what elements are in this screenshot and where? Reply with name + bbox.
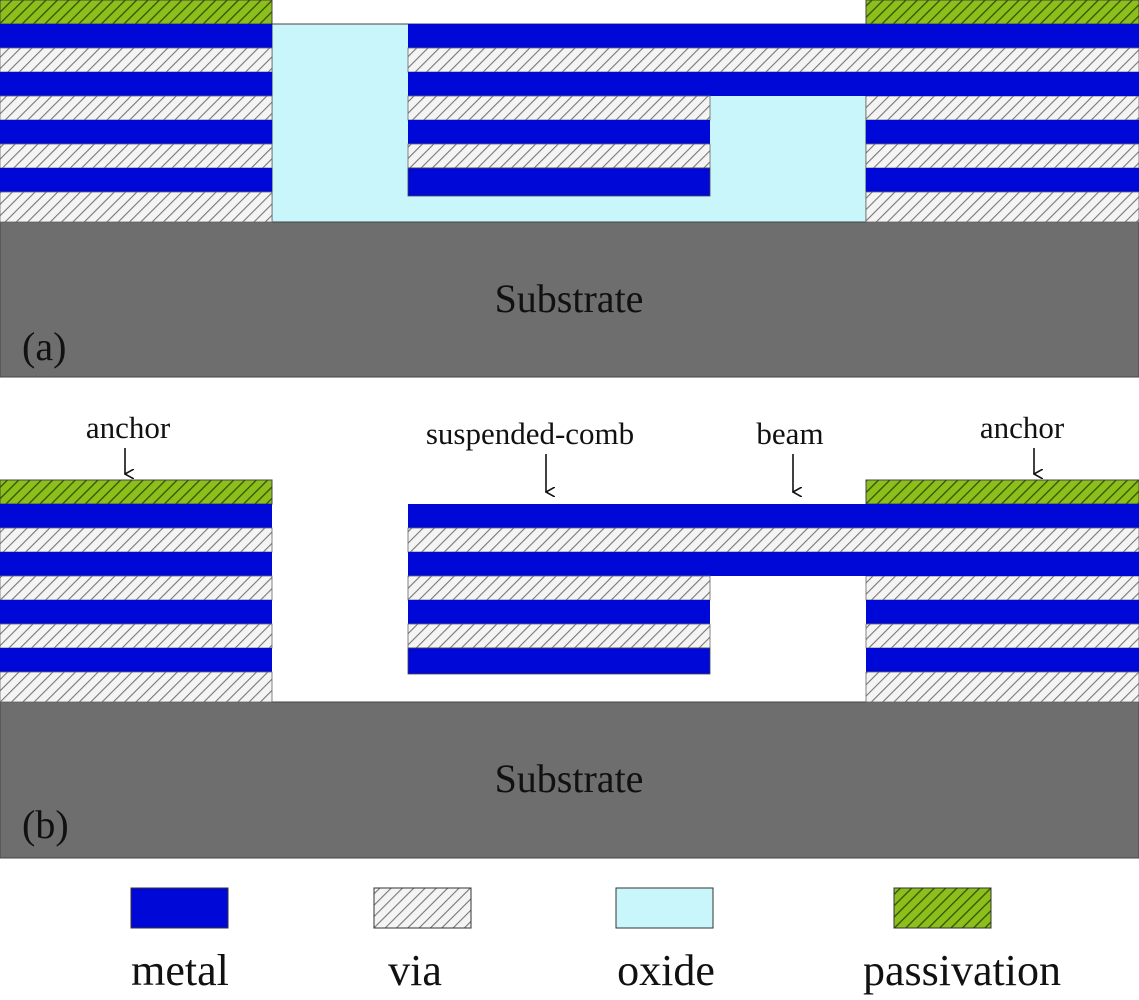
anchor-left-label: anchor bbox=[86, 410, 171, 445]
via-swatch bbox=[373, 887, 472, 929]
substrate-b bbox=[0, 701, 1139, 859]
passivation-layer bbox=[0, 479, 273, 505]
legend-label-passivation: passivation bbox=[863, 946, 1061, 995]
suspended-comb-label: suspended-comb bbox=[426, 416, 634, 451]
metal-layer bbox=[407, 647, 711, 675]
beam-a bbox=[407, 24, 1139, 96]
via-layer bbox=[865, 95, 1139, 121]
metal-layer bbox=[866, 168, 1139, 192]
metal-layer bbox=[0, 168, 272, 192]
via-layer bbox=[407, 47, 1139, 73]
beam-b bbox=[407, 504, 1139, 576]
legend-item-passivation: passivation bbox=[863, 887, 1061, 995]
via-layer bbox=[865, 191, 1139, 223]
passivation-layer bbox=[865, 0, 1139, 25]
anchor-right-label: anchor bbox=[980, 410, 1065, 445]
metal-layer bbox=[0, 504, 272, 528]
via-layer bbox=[0, 527, 273, 553]
panel-tag-b: (b) bbox=[22, 802, 69, 847]
via-layer bbox=[865, 623, 1139, 649]
metal-layer bbox=[408, 600, 710, 624]
legend-item-metal: metal bbox=[130, 887, 229, 995]
panel-tag-a: (a) bbox=[22, 324, 66, 369]
passivation-layer bbox=[865, 479, 1139, 505]
annotations-b: anchor suspended-comb beam anchor bbox=[86, 410, 1065, 492]
substrate-a bbox=[0, 221, 1139, 378]
left-anchor-stack-b bbox=[0, 479, 273, 703]
via-layer bbox=[0, 47, 273, 73]
panel-b: Substrate (b) bbox=[0, 410, 1139, 859]
metal-swatch bbox=[130, 887, 229, 929]
suspended-comb-a bbox=[407, 95, 711, 197]
via-layer bbox=[0, 575, 273, 601]
via-layer bbox=[407, 575, 711, 601]
metal-layer bbox=[866, 648, 1139, 672]
via-layer bbox=[0, 191, 273, 223]
via-layer bbox=[407, 95, 711, 121]
metal-layer bbox=[866, 120, 1139, 144]
passivation-layer bbox=[0, 0, 273, 25]
via-layer bbox=[0, 671, 273, 703]
metal-layer bbox=[408, 72, 1139, 96]
metal-layer bbox=[866, 600, 1139, 624]
right-anchor-stack-b bbox=[865, 479, 1139, 703]
via-layer bbox=[865, 575, 1139, 601]
via-layer bbox=[865, 671, 1139, 703]
via-layer bbox=[407, 623, 711, 649]
metal-layer bbox=[408, 504, 1139, 528]
metal-layer bbox=[0, 552, 272, 576]
metal-layer bbox=[0, 24, 272, 48]
via-layer bbox=[0, 143, 273, 169]
metal-layer bbox=[0, 648, 272, 672]
metal-layer bbox=[0, 120, 272, 144]
legend-item-via: via bbox=[373, 887, 472, 995]
metal-layer bbox=[0, 72, 272, 96]
metal-layer bbox=[407, 167, 711, 197]
beam-label: beam bbox=[756, 416, 823, 451]
legend: metal via oxide passivation bbox=[130, 887, 1061, 995]
substrate-label-b: Substrate bbox=[495, 756, 644, 801]
oxide-swatch bbox=[615, 887, 714, 929]
via-layer bbox=[0, 623, 273, 649]
passivation-swatch bbox=[893, 887, 992, 929]
metal-layer bbox=[408, 552, 1139, 576]
metal-layer bbox=[0, 600, 272, 624]
panel-a: Substrate (a) bbox=[0, 0, 1139, 378]
left-anchor-stack-a bbox=[0, 0, 273, 223]
legend-label-via: via bbox=[388, 946, 442, 995]
right-anchor-stack-a bbox=[865, 0, 1139, 223]
legend-item-oxide: oxide bbox=[615, 887, 715, 995]
via-layer bbox=[407, 527, 1139, 553]
via-layer bbox=[865, 143, 1139, 169]
legend-label-metal: metal bbox=[131, 946, 229, 995]
metal-layer bbox=[408, 120, 710, 144]
substrate-label-a: Substrate bbox=[495, 276, 644, 321]
legend-label-oxide: oxide bbox=[617, 946, 715, 995]
metal-layer bbox=[408, 24, 1139, 48]
suspended-comb-b bbox=[407, 575, 711, 675]
via-layer bbox=[407, 143, 711, 169]
via-layer bbox=[0, 95, 273, 121]
